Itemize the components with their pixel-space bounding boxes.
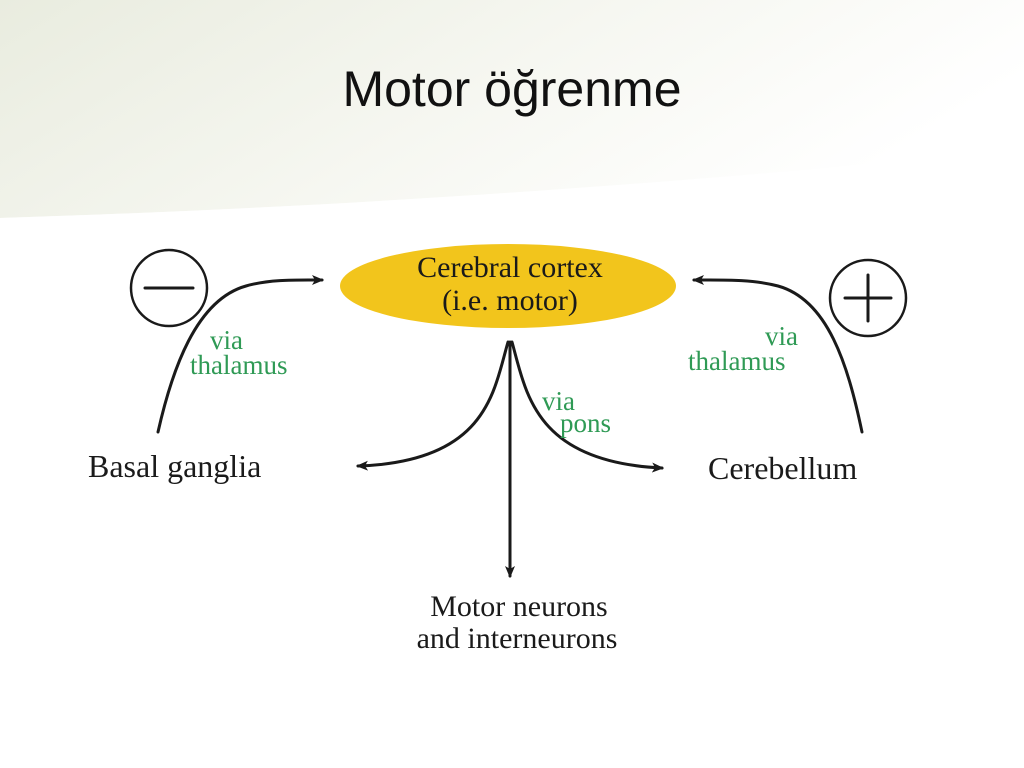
cortex-to-basal-ganglia-arrow bbox=[356, 340, 510, 471]
cerebellum-label: Cerebellum bbox=[708, 450, 857, 486]
cortex-ellipse bbox=[340, 244, 676, 328]
page-title: Motor öğrenme bbox=[342, 61, 682, 117]
plus-sign-icon bbox=[828, 258, 908, 338]
motor-neurons-label-line1: Motor neurons bbox=[430, 590, 607, 623]
via-pons-line2: pons bbox=[560, 408, 611, 438]
via-thalamus-right-line2: thalamus bbox=[688, 346, 785, 376]
cerebral-cortex-node: Cerebral cortex (i.e. motor) bbox=[340, 244, 676, 328]
basal-ganglia-label: Basal ganglia bbox=[88, 448, 261, 484]
motor-neurons-label-line2: and interneurons bbox=[417, 622, 618, 655]
via-thalamus-left-line1: via bbox=[210, 325, 243, 355]
via-pons-line1: via bbox=[542, 386, 575, 416]
cortex-label-line2: (i.e. motor) bbox=[442, 284, 578, 317]
cortex-to-cerebellum-arrow bbox=[510, 340, 664, 473]
cerebellum-to-cortex-arrow bbox=[692, 274, 864, 434]
via-thalamus-right-line1: via bbox=[765, 321, 798, 351]
basal-ganglia-to-cortex-arrow bbox=[156, 274, 324, 434]
minus-sign-icon bbox=[129, 248, 209, 328]
via-thalamus-left-line2: thalamus bbox=[190, 350, 287, 380]
cortex-label-line1: Cerebral cortex bbox=[417, 251, 603, 284]
